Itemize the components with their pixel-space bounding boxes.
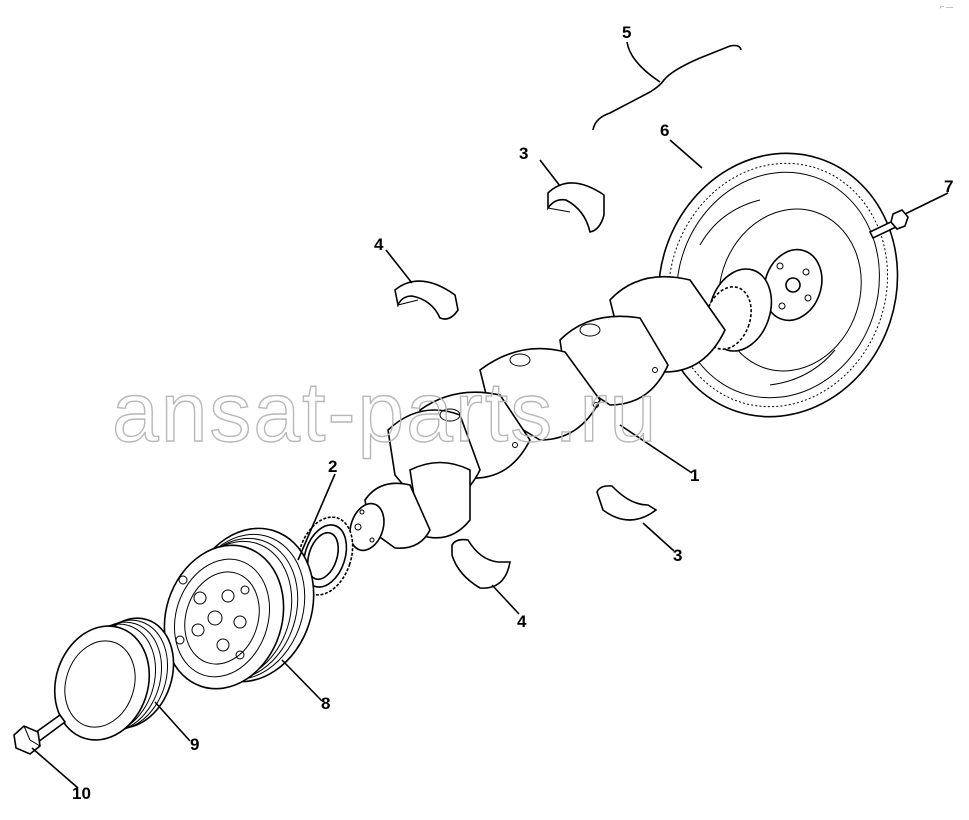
- callout-label-7: 7: [944, 177, 953, 196]
- corner-mark: ⌐ —: [940, 4, 953, 11]
- flywheel-icon: [657, 152, 899, 418]
- callout-label-6: 6: [660, 121, 669, 140]
- callout-label-10: 10: [72, 784, 91, 803]
- crankshaft-icon: [349, 268, 773, 552]
- callout-label-2: 2: [328, 457, 337, 476]
- callout-label-4: 4: [517, 612, 527, 631]
- callout-label-4: 4: [374, 235, 384, 254]
- main-bearing-shell-icon: [451, 538, 511, 589]
- watermark-text: ansat-parts.ru: [112, 365, 658, 459]
- pulley-icon: [53, 617, 175, 741]
- callout-label-1: 1: [690, 466, 699, 485]
- callout-label-8: 8: [321, 694, 330, 713]
- bolt-icon: [868, 209, 909, 240]
- main-bearing-shell-icon: [547, 182, 605, 233]
- callout-label-3: 3: [673, 546, 682, 565]
- leader-lines: [31, 41, 949, 789]
- callout-label-5: 5: [622, 23, 631, 42]
- main-bearing-shell-icon: [394, 280, 459, 320]
- vibration-damper-pulley-icon: [163, 527, 315, 690]
- main-bearing-shell-icon: [596, 485, 658, 521]
- callout-label-9: 9: [190, 735, 199, 754]
- bolt-icon: [13, 713, 67, 755]
- callout-label-3: 3: [519, 144, 528, 163]
